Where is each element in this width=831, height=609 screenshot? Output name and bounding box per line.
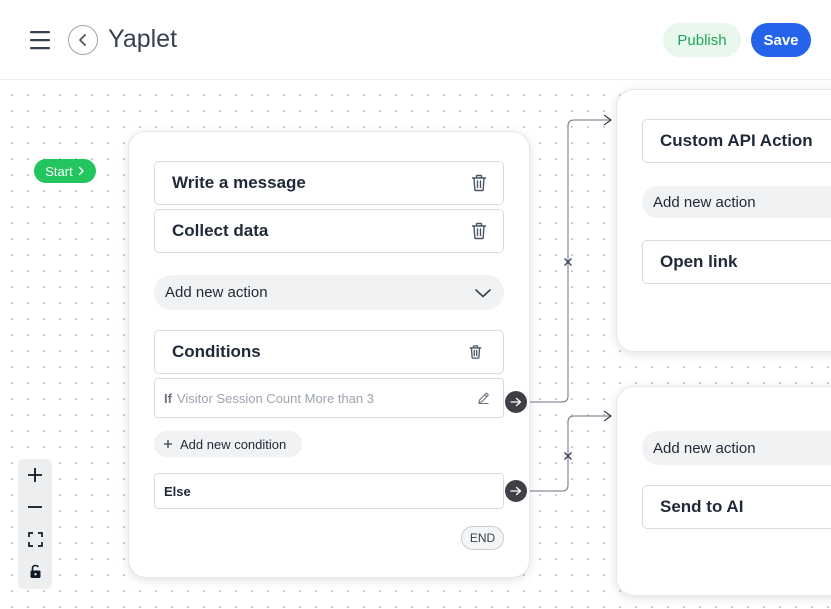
add-condition-label: Add new condition bbox=[180, 436, 287, 452]
save-button[interactable]: Save bbox=[751, 23, 811, 57]
arrow-right-icon bbox=[510, 486, 522, 496]
trash-icon[interactable] bbox=[469, 345, 482, 360]
add-new-action-dropdown[interactable]: Add new action bbox=[154, 275, 504, 310]
chevron-right-icon bbox=[78, 166, 84, 176]
flow-step-card-if[interactable]: Custom API Action Add new action Open li… bbox=[616, 89, 831, 352]
condition-text: Visitor Session Count More than 3 bbox=[176, 390, 374, 406]
publish-button[interactable]: Publish bbox=[663, 23, 741, 57]
flow-step-card[interactable]: Write a message Collect data Add new act… bbox=[128, 131, 530, 578]
else-output-port[interactable] bbox=[505, 480, 527, 502]
flow-step-card-else[interactable]: Add new action Send to AI bbox=[616, 386, 831, 596]
action-label: Send to AI bbox=[660, 497, 744, 516]
page-title: Yaplet bbox=[108, 25, 178, 53]
else-label: Else bbox=[164, 483, 191, 499]
zoom-out-button[interactable] bbox=[18, 491, 52, 523]
end-label: END bbox=[469, 531, 496, 545]
lock-icon bbox=[30, 564, 40, 578]
fit-view-button[interactable] bbox=[18, 523, 52, 555]
minus-icon bbox=[28, 506, 42, 508]
trash-icon[interactable] bbox=[471, 174, 487, 192]
action-send-to-ai[interactable]: Send to AI bbox=[642, 485, 831, 529]
conditions-block[interactable]: Conditions bbox=[154, 330, 504, 374]
action-open-link[interactable]: Open link bbox=[642, 240, 831, 284]
action-label: Open link bbox=[660, 252, 738, 271]
trash-icon[interactable] bbox=[471, 222, 487, 240]
top-bar: Yaplet Publish Save bbox=[0, 0, 831, 80]
back-button[interactable] bbox=[68, 25, 98, 55]
zoom-controls bbox=[18, 459, 52, 589]
condition-if-row[interactable]: If Visitor Session Count More than 3 bbox=[154, 378, 504, 418]
end-marker: END bbox=[461, 526, 504, 550]
edit-pencil-icon[interactable] bbox=[477, 392, 490, 405]
start-label: Start bbox=[45, 163, 73, 179]
flow-canvas[interactable]: Start Write a message Collect data Add n… bbox=[0, 81, 831, 609]
condition-else-row[interactable]: Else bbox=[154, 473, 504, 509]
action-label: Collect data bbox=[172, 221, 269, 240]
chevron-down-icon bbox=[475, 288, 491, 297]
add-action-label: Add new action bbox=[653, 193, 756, 211]
fit-view-icon bbox=[27, 531, 43, 547]
add-new-action-dropdown[interactable]: Add new action bbox=[642, 431, 831, 465]
action-label: Custom API Action bbox=[660, 131, 813, 150]
add-condition-button[interactable]: Add new condition bbox=[154, 431, 302, 457]
action-collect-data[interactable]: Collect data bbox=[154, 209, 504, 253]
delete-connection-icon[interactable] bbox=[564, 452, 572, 460]
if-keyword: If bbox=[164, 390, 172, 406]
zoom-in-button[interactable] bbox=[18, 459, 52, 491]
add-action-label: Add new action bbox=[653, 439, 756, 457]
add-action-label: Add new action bbox=[165, 284, 268, 301]
add-new-action-dropdown[interactable]: Add new action bbox=[642, 186, 831, 218]
arrow-right-icon bbox=[510, 397, 522, 407]
action-custom-api[interactable]: Custom API Action bbox=[642, 119, 831, 163]
delete-connection-icon[interactable] bbox=[564, 258, 572, 266]
start-node[interactable]: Start bbox=[34, 159, 96, 183]
conditions-label: Conditions bbox=[172, 342, 261, 361]
if-output-port[interactable] bbox=[505, 391, 527, 413]
action-label: Write a message bbox=[172, 173, 306, 192]
action-write-message[interactable]: Write a message bbox=[154, 161, 504, 205]
lock-button[interactable] bbox=[18, 555, 52, 587]
plus-icon bbox=[28, 468, 42, 482]
hamburger-menu-icon[interactable] bbox=[28, 29, 52, 51]
chevron-left-icon bbox=[79, 34, 86, 46]
connector-lines bbox=[528, 114, 613, 492]
plus-icon bbox=[164, 440, 172, 448]
